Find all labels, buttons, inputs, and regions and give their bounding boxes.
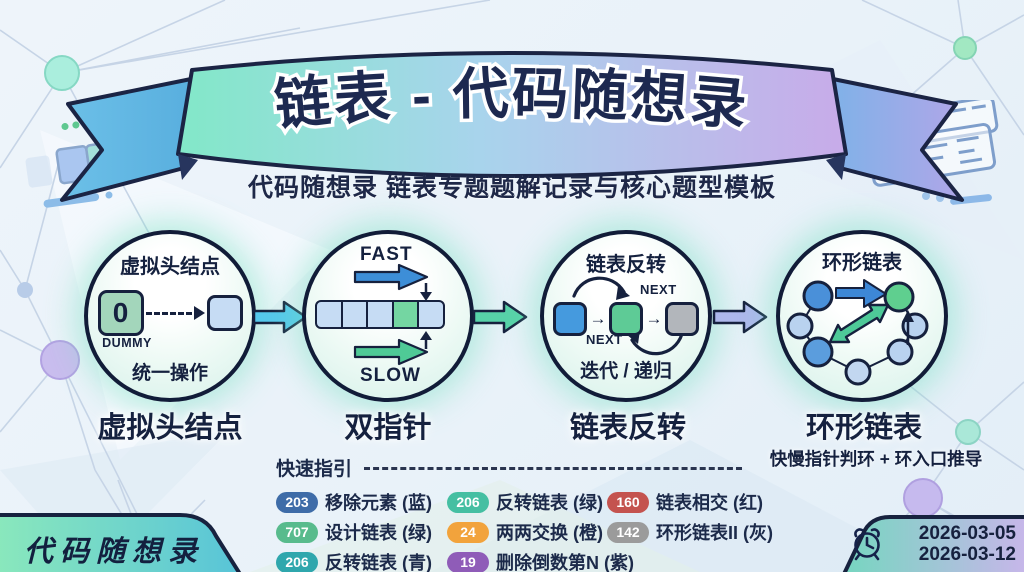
- list-cell: [366, 300, 394, 329]
- quick-guide-column-3: 160 链表相交 (红) 142 环形链表II (灰): [607, 490, 773, 572]
- clock-icon: [854, 528, 880, 561]
- problem-number-badge: 206: [447, 491, 489, 513]
- reverse-list-nodes: → →: [544, 302, 708, 336]
- list-item: 206 反转链表 (绿): [447, 490, 607, 514]
- problem-number-badge: 19: [447, 551, 489, 572]
- quick-guide-column-2: 206 反转链表 (绿) 24 两两交换 (橙) 19 删除倒数第N (紫): [447, 490, 634, 572]
- quick-guide-column-1: 203 移除元素 (蓝) 707 设计链表 (绿) 206 反转链表 (青): [276, 490, 447, 572]
- page-subtitle: 代码随想录 链表专题题解记录与核心题型模板: [248, 174, 776, 202]
- quick-guide-grid: 203 移除元素 (蓝) 707 设计链表 (绿) 206 反转链表 (青) 2…: [276, 490, 773, 572]
- problem-label: 删除倒数第N (紫): [496, 553, 634, 572]
- circle-title: 虚拟头结点: [120, 256, 220, 278]
- list-item: 142 环形链表II (灰): [607, 520, 773, 544]
- circle-note: 统一操作: [131, 363, 208, 384]
- stage-circle-cycle-list: 环形链表: [776, 230, 948, 402]
- problem-label: 设计链表 (绿): [325, 523, 432, 543]
- slow-pointer-tick-icon: [420, 331, 432, 349]
- quick-guide-title: 快速指引: [276, 459, 353, 480]
- list-cell: [315, 300, 343, 329]
- problem-number-badge: 160: [607, 491, 649, 513]
- stage-circle-dummy-head: 虚拟头结点 0 DUMMY 统一操作: [84, 230, 256, 402]
- stage-label-two-pointers: 双指针: [344, 412, 432, 444]
- dummy-caption: DUMMY: [102, 336, 152, 350]
- dummy-head-diagram: 0: [88, 290, 252, 336]
- next-label-top: NEXT: [640, 282, 677, 297]
- list-node-green: [609, 302, 643, 336]
- list-cell: [340, 300, 369, 329]
- connector-arrow-3-icon: [712, 300, 768, 334]
- problem-label: 环形链表II (灰): [656, 523, 773, 543]
- stage-label-reverse-list: 链表反转: [569, 412, 687, 444]
- fast-pointer-tick-icon: [420, 283, 432, 301]
- list-node-gray: [665, 302, 699, 336]
- date-badge-background: [842, 515, 1024, 572]
- dashed-pointer-arrowhead-icon: [193, 306, 205, 320]
- problem-number-badge: 203: [276, 491, 318, 513]
- list-cells: [315, 300, 445, 329]
- fast-label: FAST: [360, 244, 413, 265]
- dashed-rule: [364, 467, 742, 470]
- stage-label-cycle-list: 环形链表: [805, 412, 923, 444]
- list-cell: [417, 300, 445, 329]
- problem-number-badge: 24: [447, 521, 489, 543]
- list-item: 206 反转链表 (青): [276, 550, 447, 572]
- list-item: 160 链表相交 (红): [607, 490, 763, 514]
- list-cell-meet: [391, 300, 420, 329]
- circle-note: 迭代 / 递归: [580, 361, 672, 382]
- cycle-diagram-icon: [786, 279, 929, 386]
- brand-signature: 代码随想录: [24, 534, 205, 568]
- title-ribbon: 链表 - 代码随想录: [60, 51, 964, 202]
- stage-circle-two-pointers: FAST SLOW: [302, 230, 474, 402]
- fast-arrow-icon: [353, 263, 429, 291]
- list-item: 24 两两交换 (橙): [447, 520, 607, 544]
- problem-label: 链表相交 (红): [656, 493, 763, 513]
- date-line-2: 2026-03-12: [918, 544, 1016, 566]
- stage-sublabel-cycle-hint: 快慢指针判环 + 环入口推导: [769, 449, 983, 469]
- slow-label: SLOW: [360, 365, 421, 386]
- problem-label: 反转链表 (绿): [496, 493, 603, 513]
- stage-circle-reverse-list: 链表反转 → → NEXT NEXT 迭代 / 递归: [540, 230, 712, 402]
- problem-number-badge: 142: [607, 521, 649, 543]
- date-line-1: 2026-03-05: [918, 523, 1016, 544]
- pointer-arrow-icon: →: [645, 309, 663, 328]
- page-title: 链表 - 代码随想录: [272, 62, 752, 137]
- list-item: 19 删除倒数第N (紫): [447, 550, 634, 572]
- quick-guide-panel: 快速指引 203 移除元素 (蓝) 707 设计链表 (绿) 206 反转链表 …: [276, 454, 773, 572]
- problem-label: 移除元素 (蓝): [325, 493, 432, 513]
- dummy-node: 0: [97, 290, 144, 336]
- brand-badge-background: [0, 513, 242, 572]
- circle-title: 环形链表: [822, 252, 902, 274]
- list-item: 203 移除元素 (蓝): [276, 490, 447, 514]
- slow-arrow-icon: [353, 338, 429, 366]
- connector-arrow-1-icon: [252, 300, 308, 334]
- circle-title: 链表反转: [586, 254, 666, 276]
- quick-guide-header: 快速指引: [276, 454, 742, 481]
- connector-arrow-2-icon: [472, 300, 528, 334]
- list-node-blue: [553, 302, 587, 336]
- problem-number-badge: 206: [276, 551, 318, 572]
- problem-label: 反转链表 (青): [325, 553, 432, 572]
- dashed-pointer-line: [145, 311, 192, 315]
- first-real-node: [206, 295, 243, 331]
- list-item: 707 设计链表 (绿): [276, 520, 447, 544]
- problem-number-badge: 707: [276, 521, 318, 543]
- stage-label-dummy-head: 虚拟头结点: [97, 412, 243, 444]
- pointer-arrow-icon: →: [589, 309, 607, 328]
- date-lines: 2026-03-05 2026-03-12: [919, 523, 1016, 566]
- next-label-bottom: NEXT: [586, 332, 623, 347]
- problem-label: 两两交换 (橙): [496, 523, 603, 543]
